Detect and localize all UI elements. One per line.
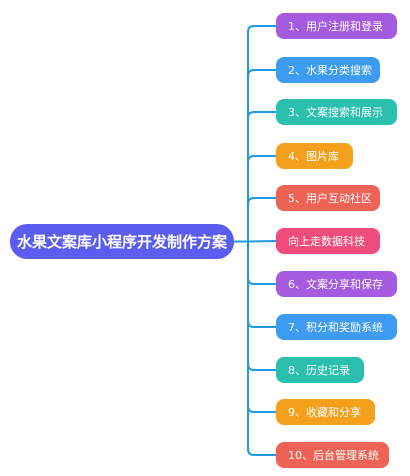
root-topic: 水果文案库小程序开发制作方案 [10, 224, 234, 259]
connector-line-4 [247, 197, 276, 242]
branch-user-community: 5、用户互动社区 [276, 185, 380, 211]
connector-line-10 [247, 241, 276, 456]
connector-line-7 [247, 241, 276, 328]
branch-points-rewards: 7、积分和奖励系统 [276, 314, 397, 340]
connector-line-9 [247, 241, 276, 413]
branch-image-library: 4、图片库 [276, 143, 353, 169]
connector-line-8 [247, 241, 276, 371]
branch-company-tag: 向上走数据科技 [276, 228, 380, 254]
branch-fruit-category-search: 2、水果分类搜索 [276, 57, 380, 83]
branch-copy-search-display: 3、文案搜索和展示 [276, 99, 397, 125]
branch-favorites-share: 9、收藏和分享 [276, 399, 375, 425]
connector-line-1 [247, 69, 276, 242]
connector-line-0 [247, 25, 276, 242]
branch-history: 8、历史记录 [276, 357, 364, 383]
connector-line-2 [247, 111, 276, 242]
connector-line-3 [247, 155, 276, 242]
connector-line-5 [247, 240, 277, 243]
branch-admin-backend: 10、后台管理系统 [276, 442, 389, 468]
branch-user-login: 1、用户注册和登录 [276, 13, 397, 39]
connector-line-6 [247, 241, 276, 285]
branch-copy-share-save: 6、文案分享和保存 [276, 271, 397, 297]
